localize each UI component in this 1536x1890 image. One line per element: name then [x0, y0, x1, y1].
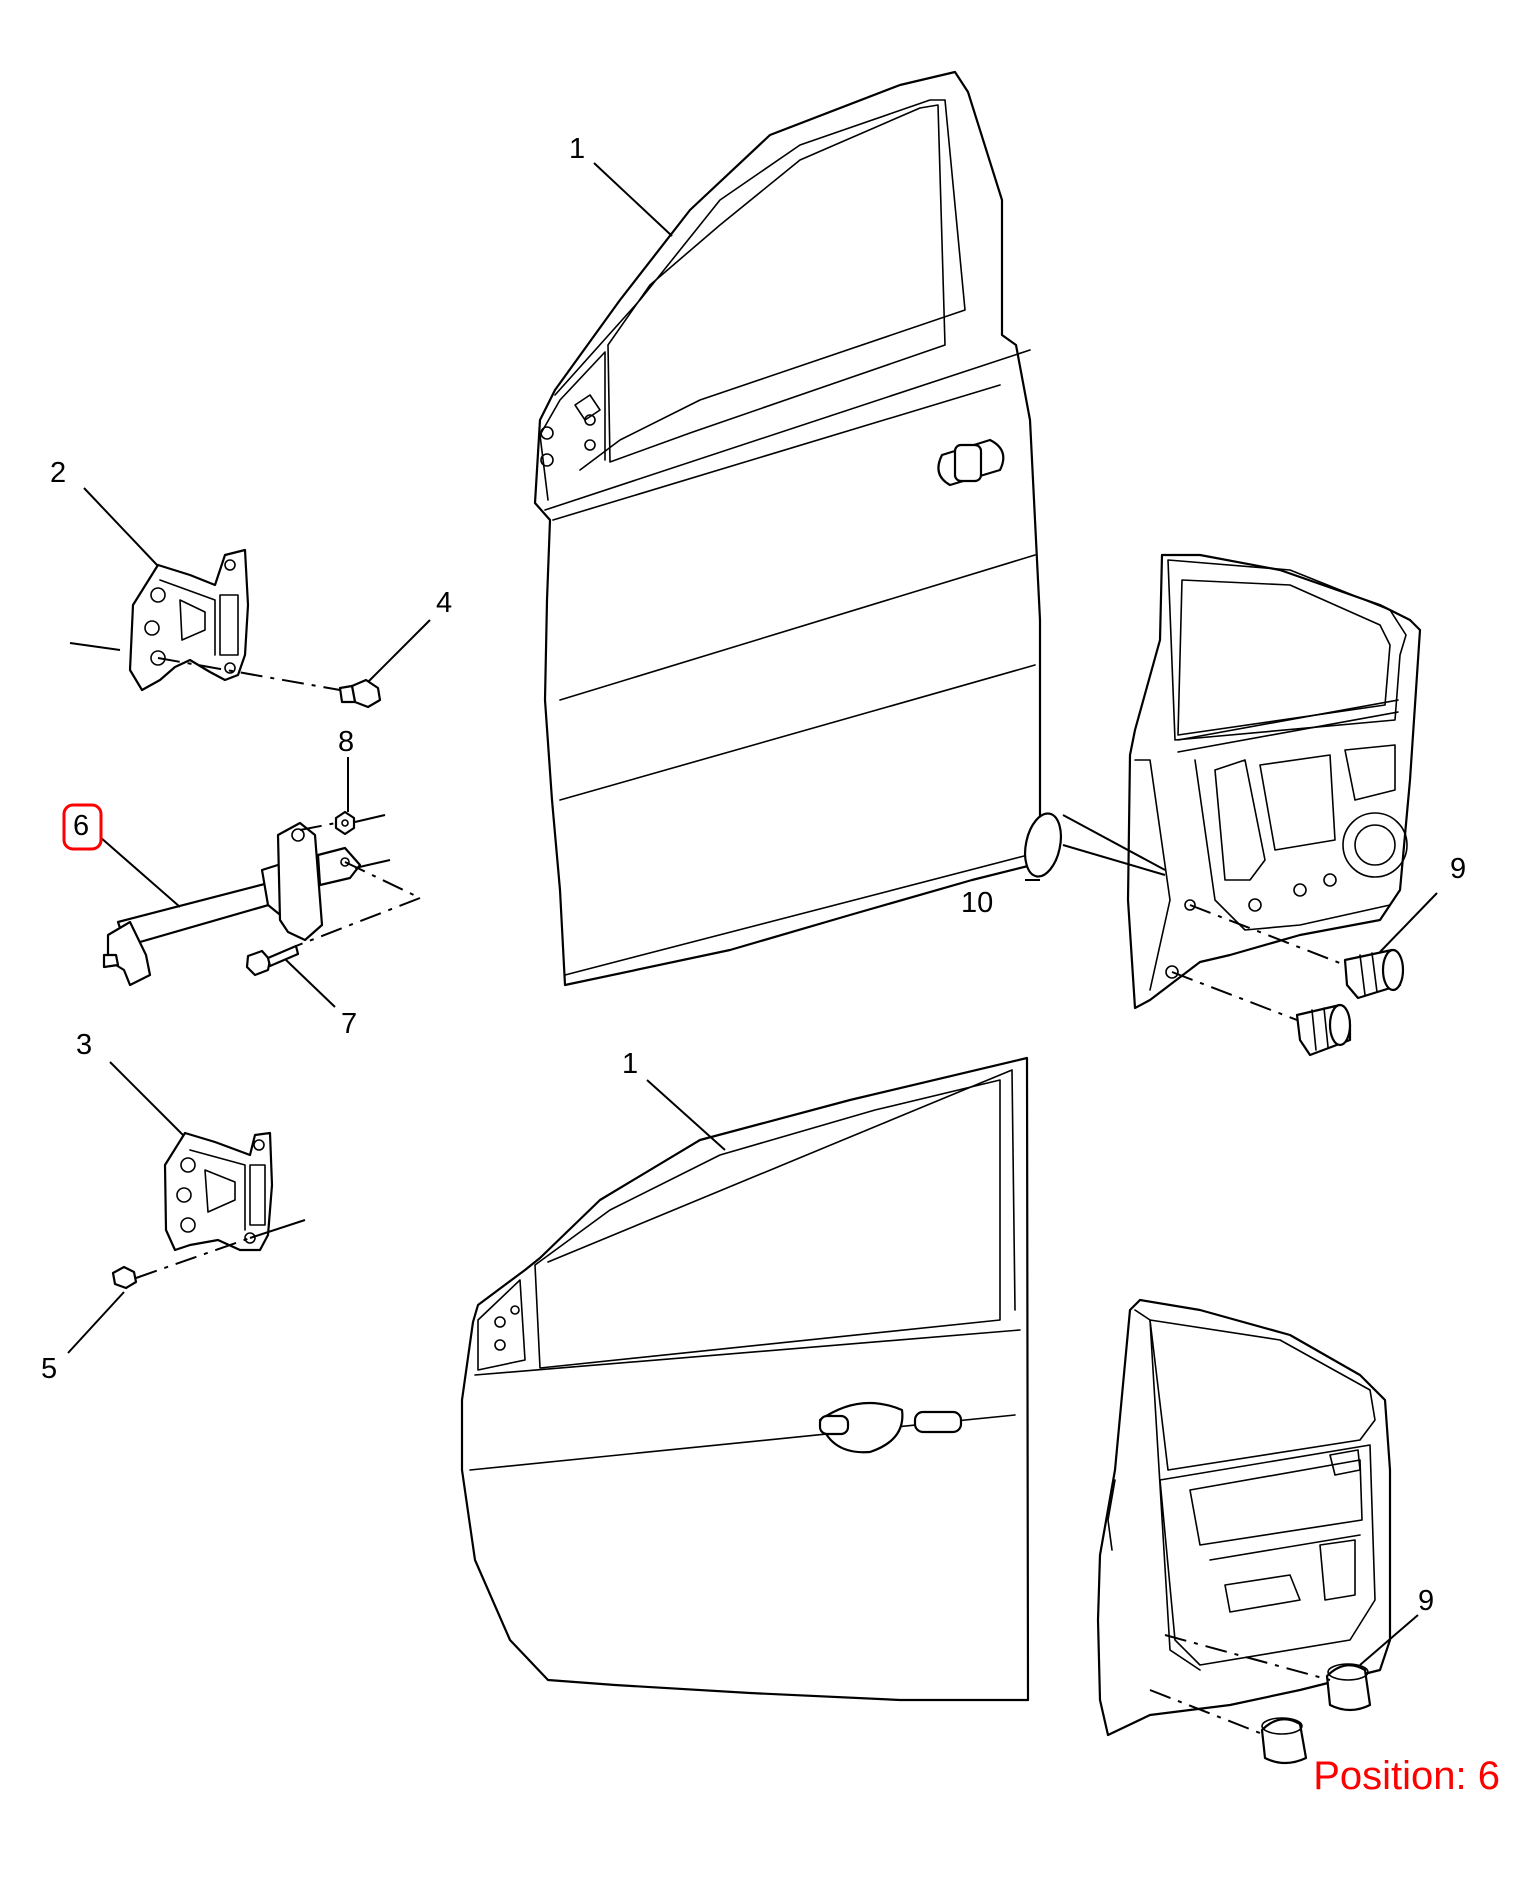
assembly-guide-lines [69, 642, 1346, 1736]
upper-door-hinge[interactable] [128, 548, 250, 692]
callout-leaders [67, 162, 1438, 1666]
callout-hinge-upper[interactable]: 2 [50, 457, 66, 489]
callout-door-bottom[interactable]: 1 [622, 1048, 638, 1080]
door-inner-view-top[interactable] [1126, 553, 1422, 1010]
check-bolt[interactable] [245, 944, 300, 977]
callout-door-top[interactable]: 1 [569, 133, 585, 165]
door-bumper-lower-a[interactable] [1325, 1663, 1372, 1712]
door-bumper-lower-b[interactable] [1260, 1717, 1308, 1765]
callout-bolt-upper[interactable]: 4 [436, 587, 452, 619]
callout-bumper-top[interactable]: 9 [1450, 853, 1466, 885]
callout-plug[interactable]: 10 [961, 887, 993, 919]
selected-callout-highlight [62, 803, 103, 851]
door-bumper-upper-a[interactable] [1343, 948, 1405, 1000]
callout-labels: 1 1 2 3 4 5 6 7 8 9 9 10 [41, 133, 1466, 1617]
callout-door-check[interactable]: 6 [73, 810, 89, 842]
position-label: Position: 6 [1313, 1754, 1500, 1798]
callout-bolt-lower[interactable]: 5 [41, 1353, 57, 1385]
front-door-outer-top[interactable] [533, 70, 1042, 987]
callout-bumper-bottom[interactable]: 9 [1418, 1585, 1434, 1617]
door-bumper-upper-b[interactable] [1295, 1003, 1352, 1057]
hinge-bolt-upper[interactable] [338, 678, 382, 709]
access-hole-plug[interactable] [1020, 810, 1067, 880]
check-nut[interactable] [334, 810, 356, 836]
hinge-bolt-lower[interactable] [111, 1265, 138, 1290]
callout-check-nut[interactable]: 8 [338, 726, 354, 758]
callout-check-bolt[interactable]: 7 [341, 1008, 357, 1040]
door-check-strap[interactable] [102, 821, 362, 987]
lower-door-hinge[interactable] [163, 1131, 274, 1252]
callout-hinge-lower[interactable]: 3 [76, 1029, 92, 1061]
door-inner-view-bottom[interactable] [1096, 1298, 1392, 1737]
front-door-outer-bottom[interactable] [460, 1056, 1030, 1702]
